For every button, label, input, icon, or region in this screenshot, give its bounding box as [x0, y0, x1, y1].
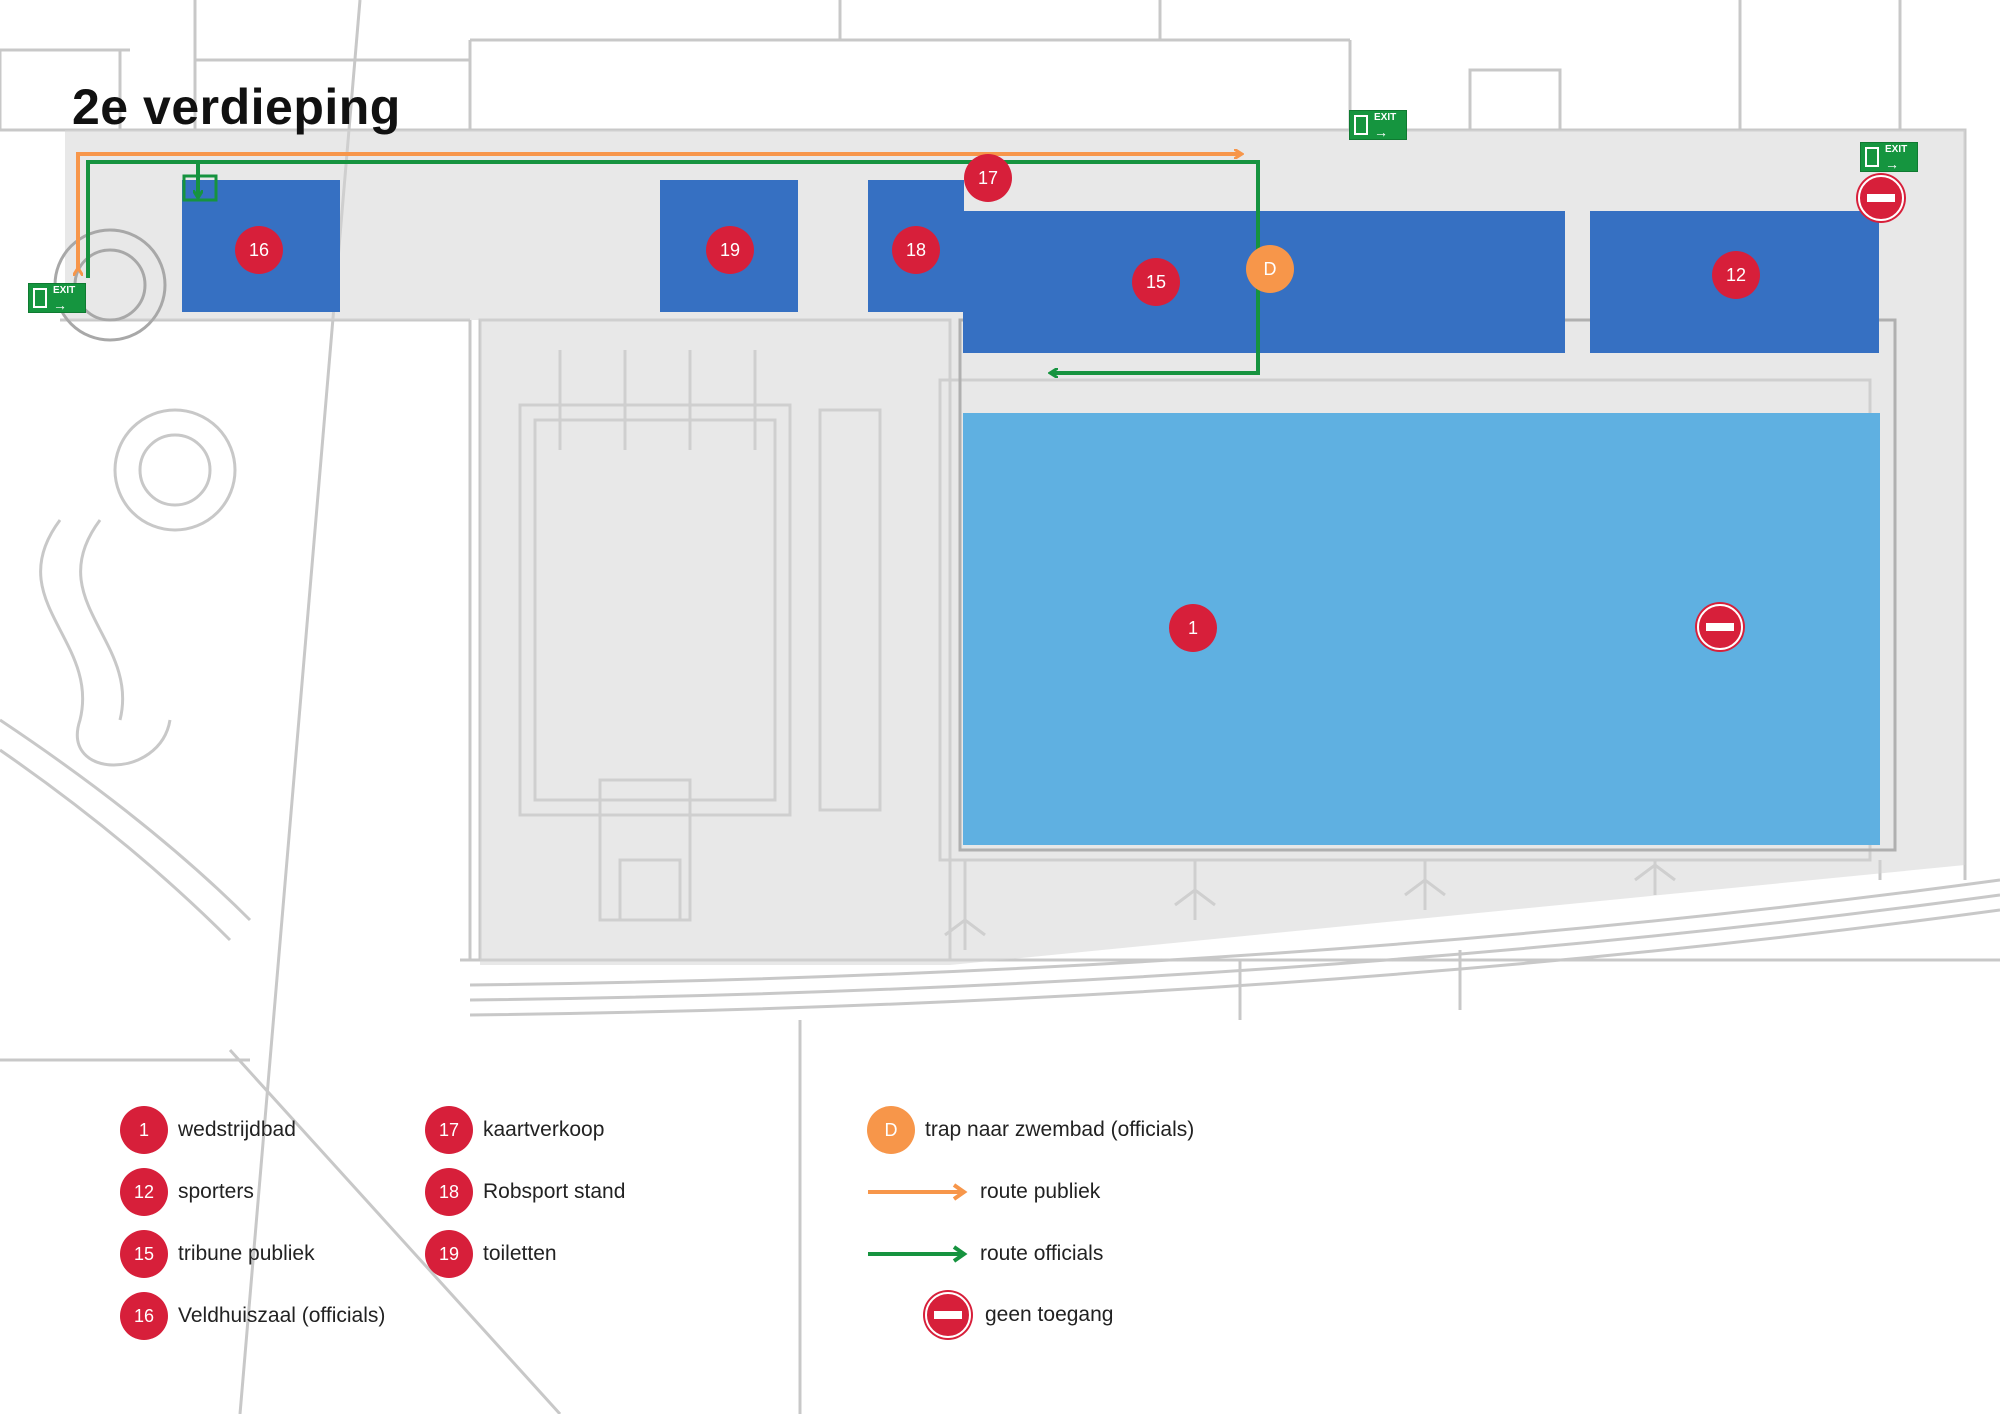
legend-item-1: 1 wedstrijdbad: [120, 1106, 296, 1154]
legend-label: wedstrijdbad: [178, 1118, 296, 1141]
room-18[interactable]: 18: [868, 180, 964, 312]
legend-route-officials: route officials: [866, 1242, 1103, 1266]
legend-badge: 17: [425, 1106, 473, 1154]
legend-badge: 18: [425, 1168, 473, 1216]
legend-item-12: 12 sporters: [120, 1168, 254, 1216]
badge-17: 17: [964, 154, 1012, 202]
badge-12: 12: [1712, 251, 1760, 299]
legend-badge: 16: [120, 1292, 168, 1340]
legend-label: Veldhuiszaal (officials): [178, 1304, 386, 1327]
exit-label: EXIT: [1885, 144, 1908, 155]
legend-label: sporters: [178, 1180, 254, 1203]
legend-badge: 15: [120, 1230, 168, 1278]
badge-19: 19: [706, 226, 754, 274]
legend-item-17: 17 kaartverkoop: [425, 1106, 604, 1154]
running-man-exit-icon: EXIT→: [1860, 142, 1918, 172]
legend-item-d: D trap naar zwembad (officials): [867, 1106, 1194, 1154]
badge-1: 1: [1169, 604, 1217, 652]
badge-18: 18: [892, 226, 940, 274]
legend-label: route publiek: [980, 1180, 1101, 1203]
badge-16: 16: [235, 226, 283, 274]
legend-label: toiletten: [483, 1242, 557, 1265]
legend-badge: 12: [120, 1168, 168, 1216]
room-16[interactable]: 16: [182, 180, 340, 312]
page-title: 2e verdieping: [72, 79, 401, 135]
badge-15: 15: [1132, 258, 1180, 306]
route-officials-arrow-icon: [868, 1245, 968, 1263]
legend-label: tribune publiek: [178, 1242, 315, 1265]
legend-label: geen toegang: [985, 1303, 1114, 1326]
legend-item-18: 18 Robsport stand: [425, 1168, 625, 1216]
room-19[interactable]: 19: [660, 180, 798, 312]
legend-item-19: 19 toiletten: [425, 1230, 557, 1278]
exit-label: EXIT: [53, 285, 76, 296]
running-man-exit-icon: EXIT→: [1349, 110, 1407, 140]
no-entry-icon: [1858, 175, 1904, 221]
legend-route-public: route publiek: [866, 1180, 1100, 1204]
legend-label: kaartverkoop: [483, 1118, 605, 1141]
legend-label: Robsport stand: [483, 1180, 626, 1203]
legend-label: trap naar zwembad (officials): [925, 1118, 1195, 1141]
no-entry-icon: [925, 1292, 971, 1338]
legend-item-16: 16 Veldhuiszaal (officials): [120, 1292, 385, 1340]
no-entry-icon: [1697, 604, 1743, 650]
legend-badge: 19: [425, 1230, 473, 1278]
badge-d-stairs: D: [1246, 245, 1294, 293]
room-12[interactable]: 12: [1590, 211, 1879, 353]
legend-no-access: geen toegang: [925, 1292, 1113, 1338]
legend-badge: 1: [120, 1106, 168, 1154]
running-man-exit-icon: EXIT→: [28, 283, 86, 313]
legend-item-15: 15 tribune publiek: [120, 1230, 315, 1278]
legend-badge: D: [867, 1106, 915, 1154]
exit-label: EXIT: [1374, 112, 1397, 123]
route-public-arrow-icon: [868, 1183, 968, 1201]
legend-label: route officials: [980, 1242, 1104, 1265]
